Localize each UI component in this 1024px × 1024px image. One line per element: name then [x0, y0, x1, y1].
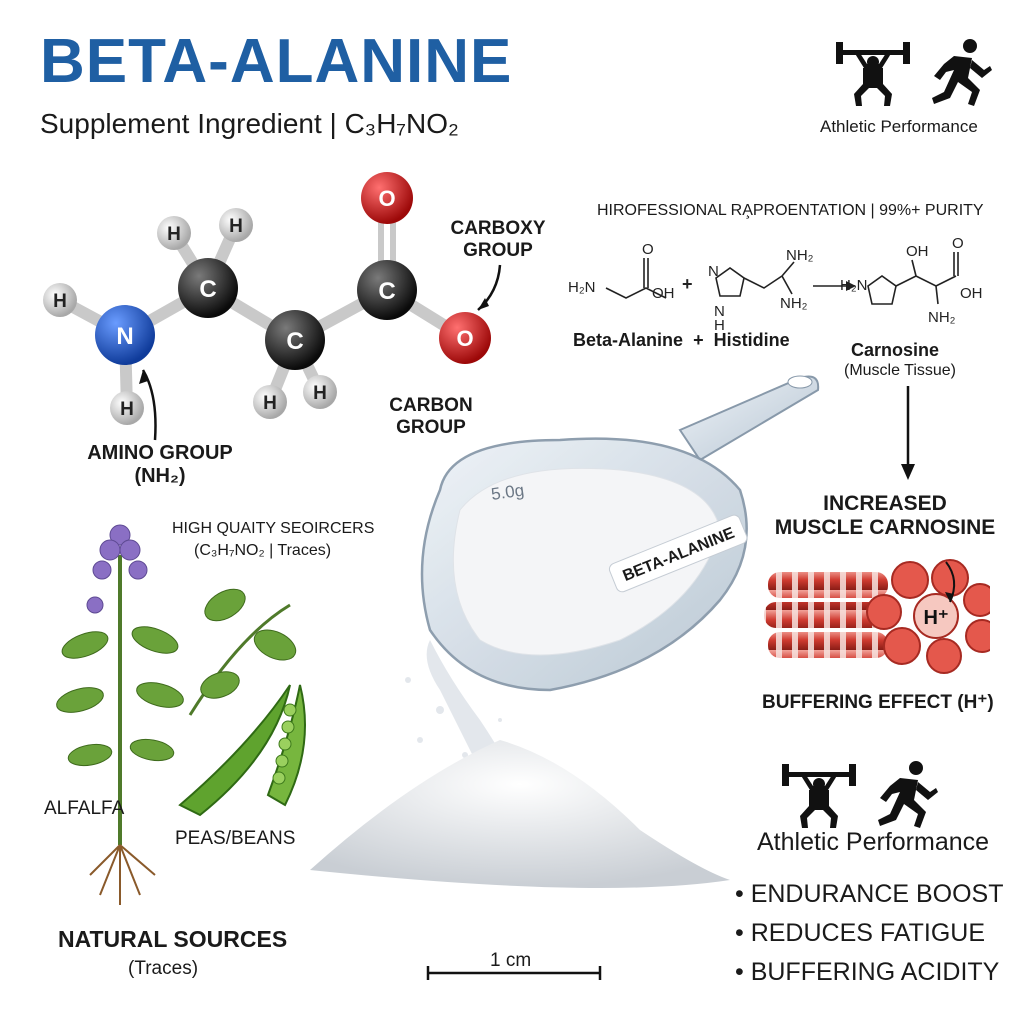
benefits-list: • ENDURANCE BOOST • REDUCES FATIGUE • BU… [735, 875, 1004, 992]
runner-icon [878, 761, 938, 828]
svg-text:C: C [286, 328, 303, 355]
scoop-powder [452, 467, 721, 656]
down-arrow [901, 386, 915, 480]
pea-plant [178, 588, 306, 817]
oxygen-atom-2: O [439, 312, 491, 364]
muscle-fiber-illustration: H⁺ [764, 559, 990, 674]
page-subtitle: Supplement Ingredient | C₃H₇NO₂ [40, 108, 459, 139]
atoms: H H H N H C C C H H O O [43, 172, 491, 425]
reaction-formula: Beta-Alanine + Histidine [573, 330, 790, 350]
svg-text:+: + [682, 274, 693, 294]
powder-scoop: 5.0g BETA-ALANINE [310, 375, 820, 888]
svg-text:H: H [167, 224, 181, 245]
plants-illustration [56, 524, 306, 905]
svg-text:N: N [116, 323, 133, 350]
svg-text:H: H [53, 291, 67, 312]
svg-text:H: H [714, 317, 725, 334]
muscle-heading: INCREASED MUSCLE CARNOSINE [774, 492, 996, 539]
hydrogen-atom-5: H [253, 385, 287, 419]
fiber-cross-section [866, 559, 990, 674]
scale-label: 1 cm [490, 950, 532, 971]
svg-text:H: H [120, 399, 134, 420]
sources-heading: HIGH QUAITY SEOIRCERS [172, 520, 375, 537]
list-item: • REDUCES FATIGUE [735, 919, 985, 947]
carboxy-label: CARBOXY GROUP [450, 218, 546, 261]
svg-text:NH₂: NH₂ [928, 309, 956, 326]
carbon-atom-1: C [178, 258, 238, 318]
arrow-head [139, 370, 148, 384]
benefits-caption: Athletic Performance [757, 828, 990, 856]
svg-text:H₂N: H₂N [840, 277, 868, 294]
list-item: • ENDURANCE BOOST [735, 880, 1004, 908]
natural-sources-label: NATURAL SOURCES [58, 926, 288, 952]
hydrogen-atom-2: H [219, 208, 253, 242]
powder-pile [310, 740, 730, 888]
traces-label: (Traces) [128, 958, 199, 979]
carbon-label: CARBON GROUP [389, 395, 473, 438]
svg-text:H: H [263, 393, 277, 414]
hydrogen-atom-1: H [157, 216, 191, 250]
hydrogen-atom-6: H [303, 375, 337, 409]
svg-text:N: N [714, 303, 725, 320]
list-item: • BUFFERING ACIDITY [735, 958, 1000, 986]
carnosine-label: Carnosine [850, 340, 940, 360]
reaction-header: HIROFESSIONAL RA̧PROENTATION | 99%+ PURI… [597, 202, 984, 219]
alfalfa-plant [56, 524, 184, 905]
athlete-icons-top [836, 39, 992, 106]
svg-text:O: O [952, 238, 964, 252]
h-ion-label: H⁺ [924, 607, 949, 629]
oxygen-atom-1: O [361, 172, 413, 224]
page-title: BETA-ALANINE [40, 27, 513, 96]
svg-text:O: O [378, 186, 395, 211]
hydrogen-atom-4: H [110, 391, 144, 425]
nitrogen-atom: N [95, 305, 155, 365]
sources-sub: (C₃H₇NO₂ | Traces) [194, 542, 332, 559]
scoop-handle [678, 375, 820, 462]
svg-text:N: N [708, 263, 719, 280]
athlete-icons-bottom [782, 761, 938, 828]
fiber-bundle [764, 572, 889, 658]
svg-text:H₂N: H₂N [568, 279, 596, 296]
buffering-label: BUFFERING EFFECT (H⁺) [762, 692, 994, 713]
scale-bar [426, 966, 602, 980]
top-icons-caption: Athletic Performance [820, 117, 978, 136]
arrow-head [478, 298, 489, 310]
svg-text:C: C [378, 278, 395, 305]
carbon-atom-3: C [357, 260, 417, 320]
svg-text:H: H [229, 216, 243, 237]
svg-text:NH₂: NH₂ [786, 247, 814, 264]
peas-label: PEAS/BEANS [175, 828, 296, 849]
alfalfa-label: ALFALFA [44, 798, 125, 819]
svg-text:O: O [456, 326, 473, 351]
svg-text:OH: OH [906, 243, 929, 260]
central-fiber [913, 593, 959, 639]
weightlifter-icon [782, 764, 856, 828]
svg-text:H: H [313, 383, 327, 404]
runner-icon [932, 39, 992, 106]
svg-text:NH₂: NH₂ [780, 295, 808, 312]
scoop-measure: 5.0g [490, 481, 525, 504]
svg-text:O: O [642, 241, 654, 258]
hydrogen-atom-3: H [43, 283, 77, 317]
reaction-diagram: H₂N O OH + N N H NH₂ NH₂ H₂N OH O OH NH₂ [568, 238, 983, 334]
svg-text:OH: OH [960, 285, 983, 302]
carbon-atom-2: C [265, 310, 325, 370]
svg-text:OH: OH [652, 285, 675, 302]
molecule-model: H H H N H C C C H H O O [43, 172, 502, 441]
svg-text:C: C [199, 276, 216, 303]
weightlifter-icon [836, 42, 910, 106]
amino-label: AMINO GROUP (NH₂) [87, 442, 233, 487]
carnosine-sub: (Muscle Tissue) [843, 362, 957, 379]
